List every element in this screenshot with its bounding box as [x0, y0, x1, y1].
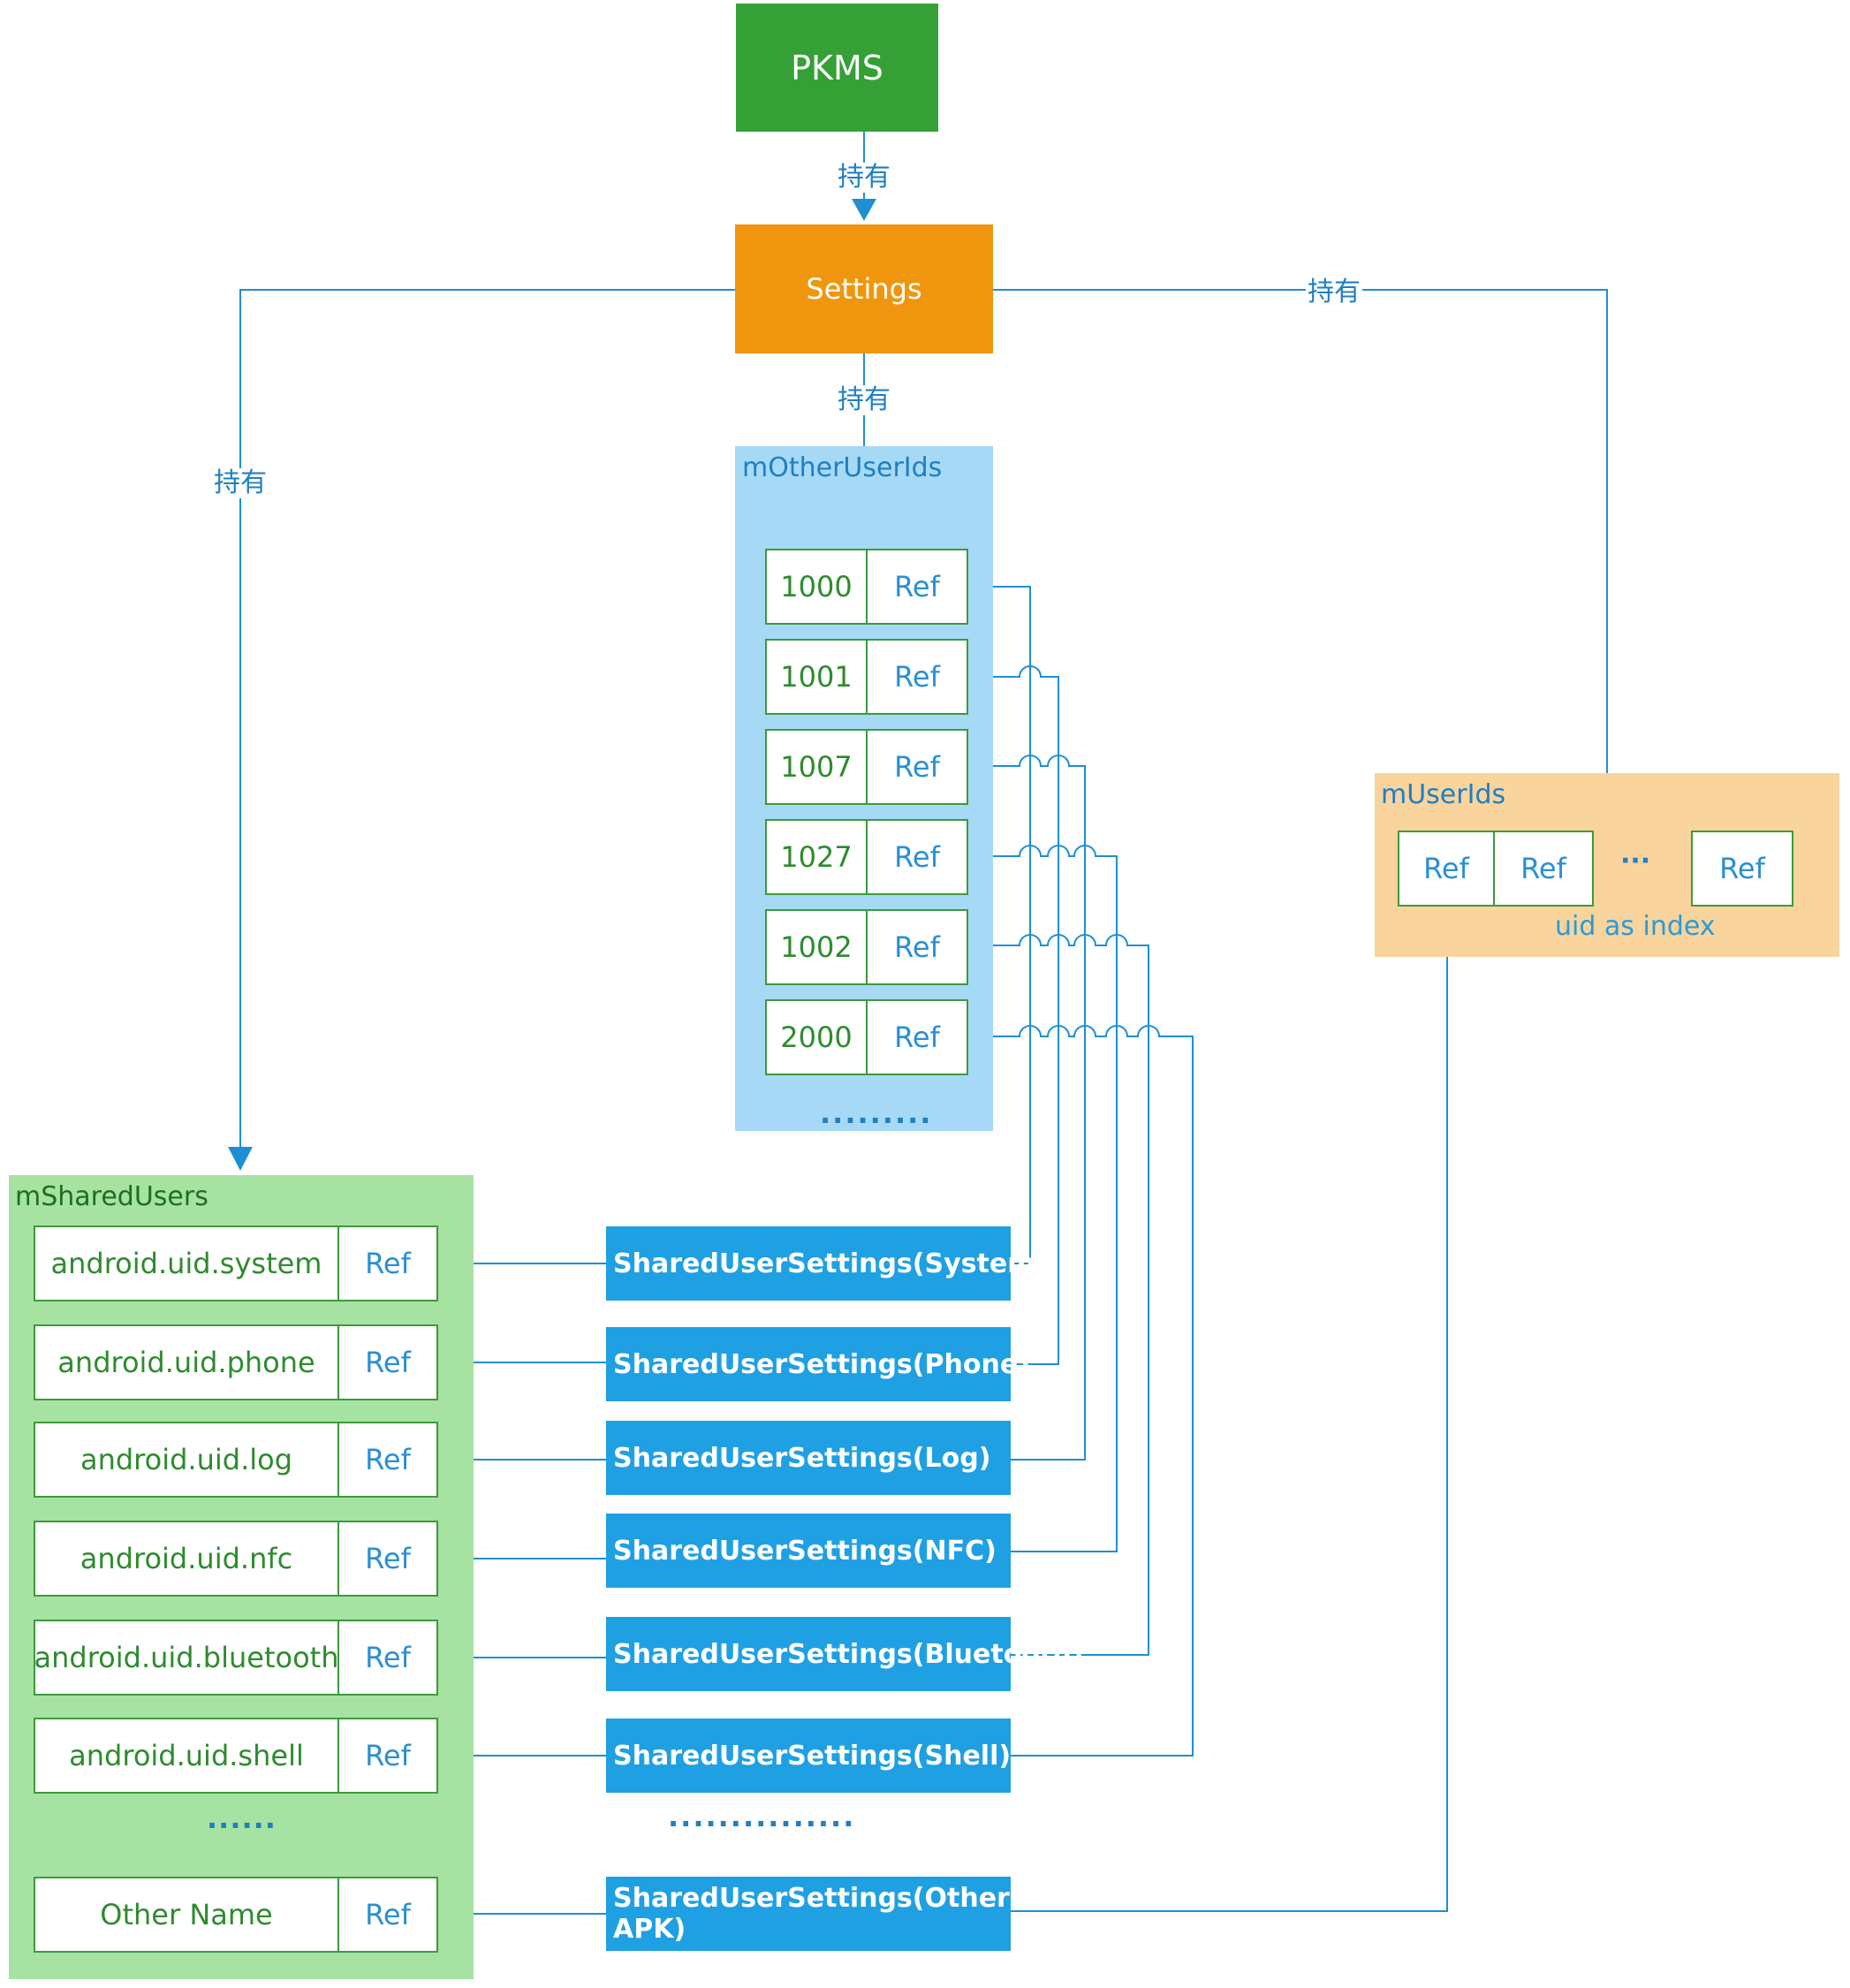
shared-user-ref: Ref — [337, 1225, 438, 1301]
shared-users-title: mSharedUsers — [15, 1181, 209, 1212]
user-ids-ellipsis: ··· — [1620, 846, 1651, 876]
shared-user-settings-box: SharedUserSettings(Phone) — [606, 1327, 1030, 1401]
edge-uid-2000 — [968, 1025, 1194, 1757]
edge-userids-other-apk — [1011, 906, 1448, 1912]
shared-user-ref: Ref — [337, 1422, 438, 1498]
edge-label-settings-otheruserids: 持有 — [836, 384, 892, 415]
edge-settings-sharedusers — [239, 289, 735, 1153]
edge-label-pkms-settings: 持有 — [836, 162, 892, 193]
shared-user-settings-box: SharedUserSettings(NFC) — [606, 1514, 1011, 1588]
other-user-id-ref: Ref — [866, 909, 968, 985]
shared-user-name: android.uid.log — [34, 1422, 339, 1498]
shared-user-settings-box: SharedUserSettings(Bluetooth) — [606, 1617, 1083, 1691]
shared-user-settings-other-apk: SharedUserSettings(Other APK) — [606, 1877, 1011, 1951]
user-ids-caption: uid as index — [1555, 911, 1716, 942]
shared-user-settings-box: SharedUserSettings(Shell) — [606, 1719, 1011, 1793]
user-ids-ref-last: Ref — [1691, 831, 1793, 907]
shared-user-settings-box: SharedUserSettings(System) — [606, 1226, 1047, 1301]
shared-user-settings-box: SharedUserSettings(Log) — [606, 1421, 1011, 1495]
shared-user-other-ref: Ref — [337, 1877, 438, 1953]
settings-label: Settings — [806, 272, 922, 306]
user-ids-ref-1: Ref — [1493, 831, 1594, 907]
shared-user-name: android.uid.bluetooth — [34, 1620, 339, 1696]
user-ids-title: mUserIds — [1381, 779, 1506, 810]
shared-user-other-name: Other Name — [34, 1877, 339, 1953]
edge-label-settings-userids: 持有 — [1306, 277, 1362, 307]
edge-uid-1001 — [968, 665, 1059, 1365]
edge-settings-userids — [993, 289, 1608, 773]
shared-user-name: android.uid.nfc — [34, 1521, 339, 1597]
other-user-ids-title: mOtherUserIds — [742, 452, 943, 483]
shared-user-ref: Ref — [337, 1718, 438, 1794]
edge-uid-1027 — [968, 845, 1118, 1552]
edge-uid-1007 — [968, 755, 1086, 1461]
edge-uid-1002 — [968, 934, 1149, 1656]
arrowhead-sharedusers — [228, 1147, 253, 1171]
pkms-node: PKMS — [736, 4, 938, 132]
shared-user-ref: Ref — [337, 1324, 438, 1400]
other-user-id-ref: Ref — [866, 729, 968, 805]
other-user-ids-more: ......... — [820, 1096, 933, 1130]
other-user-id-ref: Ref — [866, 549, 968, 625]
shared-users-more: ...... — [207, 1802, 277, 1835]
pkms-label: PKMS — [791, 48, 883, 87]
other-user-id-key: 2000 — [765, 999, 868, 1075]
other-user-id-key: 1001 — [765, 639, 868, 715]
edge-uid-1000 — [968, 586, 1031, 1264]
shared-user-name: android.uid.shell — [34, 1718, 339, 1794]
other-user-id-key: 1027 — [765, 819, 868, 895]
shared-user-settings-more: ............... — [668, 1800, 856, 1833]
shared-user-ref: Ref — [337, 1521, 438, 1597]
other-user-id-ref: Ref — [866, 639, 968, 715]
shared-user-name: android.uid.system — [34, 1225, 339, 1301]
other-user-id-key: 1007 — [765, 729, 868, 805]
shared-user-name: android.uid.phone — [34, 1324, 339, 1400]
settings-node: Settings — [735, 224, 993, 353]
shared-user-ref: Ref — [337, 1620, 438, 1696]
other-user-id-ref: Ref — [866, 819, 968, 895]
user-ids-ref-0: Ref — [1398, 831, 1495, 907]
edge-label-settings-sharedusers: 持有 — [212, 467, 269, 498]
other-user-id-key: 1000 — [765, 549, 868, 625]
other-user-id-ref: Ref — [866, 999, 968, 1075]
other-user-id-key: 1002 — [765, 909, 868, 985]
arrowhead-settings — [852, 199, 876, 221]
